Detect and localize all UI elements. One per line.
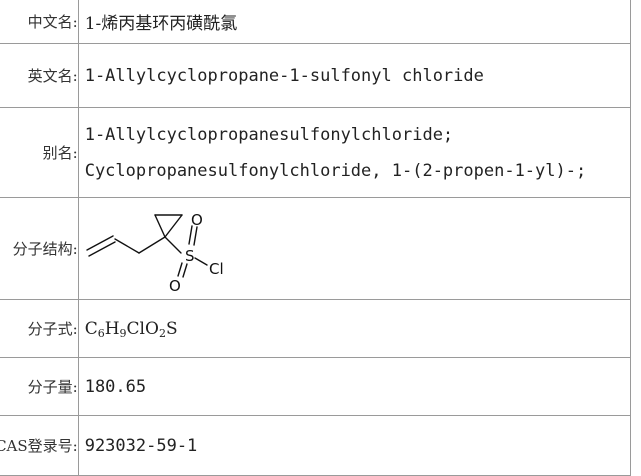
bond-ring-1 [154,213,166,238]
structure-label: 分子结构: [0,197,79,300]
bond-allyl-2 [138,235,166,254]
synonym-2: Cyclopropanesulfonylchloride, 1-(2-prope… [84,160,587,181]
chinese-name-value: 1-烯丙基环丙磺酰氯 [77,0,632,44]
synonyms-value: 1-Allylcyclopropanesulfonylchloride; Cyc… [77,107,632,198]
bond-ring-3 [164,213,183,238]
formula-value: C6H9ClO2S [77,299,632,358]
row-molecular-weight: 分子量: 180.65 [0,357,632,416]
row-synonyms: 别名: 1-Allylcyclopropanesulfonylchloride;… [0,107,632,198]
row-structure: 分子结构: [0,197,632,300]
chinese-name-label: 中文名: [0,0,79,44]
row-english-name: 英文名: 1-Allylcyclopropane-1-sulfonyl chlo… [0,43,632,108]
cas-number-label: CAS登录号: [0,415,79,476]
atom-oxygen-top: O [191,211,203,229]
bond-s-o-top-2 [188,224,193,245]
bond-c-s [164,235,182,254]
row-cas-number: CAS登录号: 923032-59-1 [0,415,632,476]
bond-s-cl [194,256,208,266]
structure-cell: S O O Cl [77,197,632,300]
row-chinese-name: 中文名: 1-烯丙基环丙磺酰氯 [0,0,632,44]
bond-vinyl-double-2 [88,240,116,257]
atom-chlorine: Cl [209,260,224,278]
bond-vinyl-double-1 [86,234,114,251]
english-name-value: 1-Allylcyclopropane-1-sulfonyl chloride [77,43,632,108]
bond-s-o-top-1 [193,225,198,246]
bond-s-o-bottom-2 [182,262,188,278]
bond-allyl-1 [114,237,140,254]
row-formula: 分子式: C6H9ClO2S [0,299,632,358]
formula-label: 分子式: [0,299,79,358]
atom-oxygen-bottom: O [169,277,181,293]
synonym-1: 1-Allylcyclopropanesulfonylchloride; [84,124,454,145]
bond-s-o-bottom-1 [177,261,183,277]
molecular-structure-diagram: S O O Cl [86,211,224,293]
molecular-weight-label: 分子量: [0,357,79,416]
english-name-label: 英文名: [0,43,79,108]
molecular-weight-value: 180.65 [77,357,632,416]
synonyms-label: 别名: [0,107,79,198]
atom-sulfur: S [185,247,195,265]
cas-number-value: 923032-59-1 [77,415,632,476]
